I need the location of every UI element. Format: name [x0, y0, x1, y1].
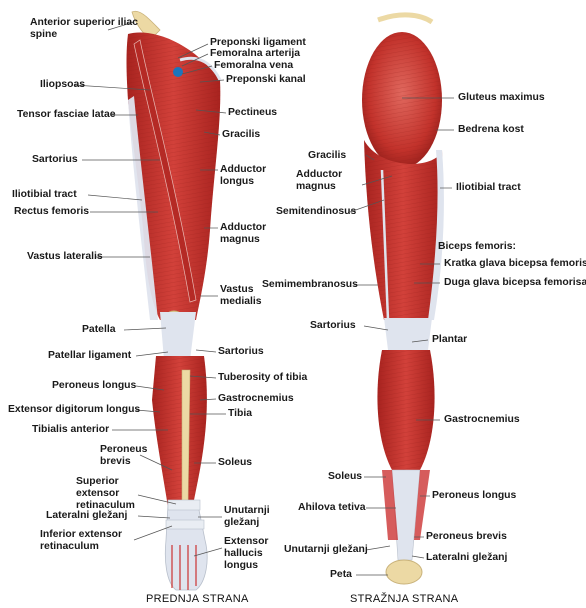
- label-iliopsoas: Iliopsoas: [40, 79, 85, 91]
- label-ahilova-tetiva: Ahilova tetiva: [298, 502, 366, 514]
- label-biceps-femoris: Biceps femoris:: [438, 241, 516, 253]
- label-tensor-fasciae-latae: Tensor fasciae latae: [17, 109, 116, 121]
- label-text: Adductor longus: [220, 164, 274, 188]
- label-adductor-longus: Adductor longus: [220, 164, 274, 188]
- label-extensor-digitorum-longus: Extensor digitorum longus: [8, 404, 140, 416]
- label-patella: Patella: [82, 324, 116, 336]
- label-text: Anterior superior iliac spine: [30, 17, 140, 41]
- heel-shape: [386, 560, 422, 584]
- label-soleus-front: Soleus: [218, 457, 252, 469]
- label-peroneus-longus-front: Peroneus longus: [52, 380, 136, 392]
- label-extensor-hallucis-longus: Extensor hallucis longus: [224, 536, 276, 572]
- label-sartorius-front: Sartorius: [32, 154, 78, 166]
- label-plantar: Plantar: [432, 334, 467, 346]
- label-unutarnji-glezanj-back: Unutarnji gležanj: [284, 544, 368, 556]
- label-peroneus-brevis-front: Peroneus brevis: [100, 444, 146, 468]
- label-text: Adductor magnus: [220, 222, 274, 246]
- label-semitendinosus: Semitendinosus: [276, 206, 356, 218]
- label-text: Peroneus brevis: [100, 444, 146, 468]
- label-tibia: Tibia: [228, 408, 252, 420]
- label-text: Superior extensor retinaculum: [76, 476, 156, 512]
- label-text: Vastus medialis: [220, 284, 266, 308]
- label-vastus-medialis: Vastus medialis: [220, 284, 266, 308]
- label-text: Adductor magnus: [296, 169, 350, 193]
- achilles-tendon: [392, 470, 420, 560]
- label-adductor-magnus-back: Adductor magnus: [296, 169, 350, 193]
- label-peta: Peta: [330, 569, 352, 581]
- label-lateralni-glezanj-back: Lateralni gležanj: [426, 552, 507, 564]
- label-vastus-lateralis: Vastus lateralis: [27, 251, 103, 263]
- label-sartorius-back: Sartorius: [310, 320, 356, 332]
- label-patellar-ligament: Patellar ligament: [48, 350, 131, 362]
- label-iliotibial-tract-front: Iliotibial tract: [12, 189, 77, 201]
- label-gluteus-maximus: Gluteus maximus: [458, 92, 545, 104]
- label-peroneus-brevis-back: Peroneus brevis: [426, 531, 507, 543]
- label-superior-extensor-retinaculum: Superior extensor retinaculum: [76, 476, 156, 512]
- label-kratka-glava: Kratka glava bicepsa femorisa: [444, 258, 586, 270]
- label-soleus-back: Soleus: [328, 471, 362, 483]
- label-lateralni-glezanj-front: Lateralni gležanj: [46, 510, 127, 522]
- label-iliotibial-tract-back: Iliotibial tract: [456, 182, 521, 194]
- label-unutarnji-glezanj-front: Unutarnji gležanj: [224, 505, 280, 529]
- label-preponski-kanal: Preponski kanal: [226, 74, 306, 86]
- label-gastrocnemius-front: Gastrocnemius: [218, 393, 294, 405]
- label-femoralna-vena: Femoralna vena: [214, 60, 293, 72]
- label-bedrena-kost: Bedrena kost: [458, 124, 524, 136]
- label-gastrocnemius-back: Gastrocnemius: [444, 414, 520, 426]
- label-text: Extensor hallucis longus: [224, 536, 276, 572]
- label-femoralna-arterija: Femoralna arterija: [210, 48, 300, 60]
- label-inferior-extensor-retinaculum: Inferior extensor retinaculum: [40, 529, 136, 553]
- caption-front: PREDNJA STRANA: [146, 593, 249, 605]
- label-peroneus-longus-back: Peroneus longus: [432, 490, 516, 502]
- label-anterior-superior-iliac-spine: Anterior superior iliac spine: [30, 17, 140, 41]
- label-gracilis-front: Gracilis: [222, 129, 260, 141]
- label-pectineus: Pectineus: [228, 107, 277, 119]
- label-sartorius-front-lower: Sartorius: [218, 346, 264, 358]
- label-tuberosity-of-tibia: Tuberosity of tibia: [218, 372, 307, 384]
- label-adductor-magnus-front: Adductor magnus: [220, 222, 274, 246]
- label-text: Inferior extensor retinaculum: [40, 529, 136, 553]
- caption-back: STRAŽNJA STRANA: [350, 593, 458, 605]
- label-tibialis-anterior: Tibialis anterior: [32, 424, 109, 436]
- label-text: Unutarnji gležanj: [224, 505, 280, 529]
- label-duga-glava: Duga glava bicepsa femorisa: [444, 277, 586, 289]
- femoral-artery-dot: [173, 67, 183, 77]
- label-gracilis-back: Gracilis: [308, 150, 346, 162]
- label-rectus-femoris: Rectus femoris: [14, 206, 89, 218]
- label-semimembranosus: Semimembranosus: [262, 279, 358, 291]
